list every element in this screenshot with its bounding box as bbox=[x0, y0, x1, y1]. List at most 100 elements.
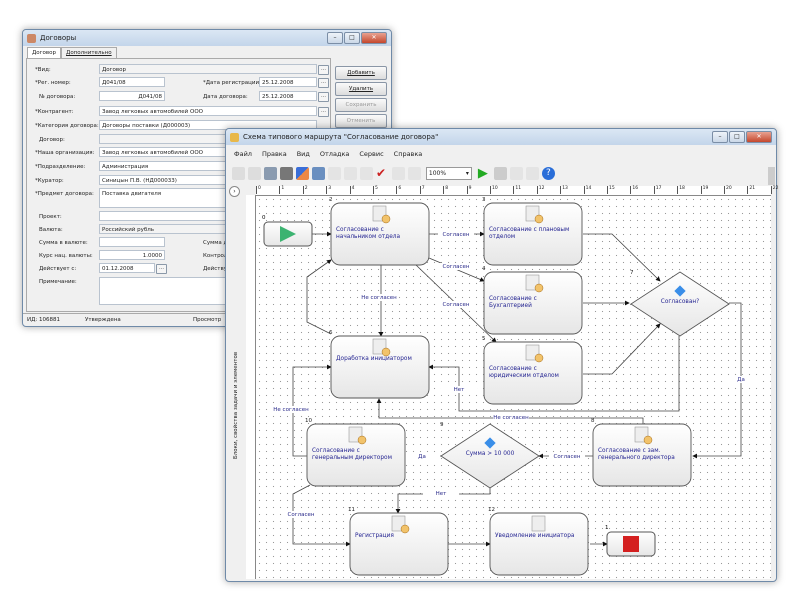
contract-date-field[interactable]: 25.12.2008 bbox=[259, 91, 317, 101]
menu-edit[interactable]: Правка bbox=[261, 150, 287, 158]
curator-field[interactable]: Синицын П.В. (НД000033) bbox=[99, 175, 229, 185]
kind-select-button[interactable]: … bbox=[318, 65, 329, 75]
menu-help[interactable]: Справка bbox=[393, 150, 423, 158]
ruler-tick-label: 8 bbox=[443, 186, 448, 194]
spellcheck-icon[interactable]: ✔ bbox=[376, 166, 387, 180]
reg-date-field[interactable]: 25.12.2008 bbox=[259, 77, 317, 87]
ruler-tick-label: 11 bbox=[513, 186, 521, 194]
amount-field[interactable] bbox=[99, 237, 165, 247]
project-label: Проект: bbox=[39, 214, 62, 220]
ruler-tick-label: 15 bbox=[607, 186, 615, 194]
node-number: 4 bbox=[482, 266, 486, 272]
node-number: 3 bbox=[482, 197, 486, 203]
label-background bbox=[493, 414, 529, 421]
end-node[interactable]: 1 bbox=[605, 525, 656, 557]
zoom-select[interactable]: 100%▾ bbox=[425, 167, 472, 180]
node-label: отделом bbox=[489, 234, 515, 240]
paste-icon[interactable] bbox=[360, 167, 373, 180]
menu-bar: Файл Правка Вид Отладка Сервис Справка bbox=[234, 150, 432, 158]
menu-debug[interactable]: Отладка bbox=[319, 150, 350, 158]
shapes-icon[interactable] bbox=[296, 167, 309, 180]
properties-icon[interactable] bbox=[312, 167, 325, 180]
menu-file[interactable]: Файл bbox=[234, 150, 252, 158]
node-label: юридическим отделом bbox=[489, 373, 559, 379]
note-field[interactable] bbox=[99, 277, 229, 305]
menu-service[interactable]: Сервис bbox=[359, 150, 384, 158]
connector[interactable] bbox=[306, 259, 332, 335]
preview-icon[interactable] bbox=[264, 167, 277, 180]
node-label: Уведомление инициатора bbox=[495, 533, 575, 539]
rate-field[interactable]: 1.0000 bbox=[99, 250, 165, 260]
tab-additional[interactable]: Дополнительно bbox=[61, 47, 117, 58]
connector[interactable] bbox=[292, 484, 351, 547]
connector[interactable] bbox=[583, 233, 661, 282]
department-field[interactable]: Администрация bbox=[99, 161, 229, 171]
stop-icon[interactable] bbox=[493, 167, 507, 180]
maximize-button[interactable]: □ bbox=[344, 32, 360, 44]
reg-number-field[interactable]: Д041/08 bbox=[99, 77, 165, 87]
step-in-icon[interactable] bbox=[509, 167, 523, 180]
contract-date-picker[interactable]: … bbox=[318, 92, 329, 102]
export-icon[interactable] bbox=[408, 167, 421, 180]
import-icon[interactable] bbox=[392, 167, 405, 180]
edit-icon[interactable] bbox=[248, 167, 261, 180]
panel-toggle-button[interactable]: › bbox=[229, 186, 240, 197]
reg-date-picker[interactable]: … bbox=[318, 78, 329, 88]
valid-from-field[interactable]: 01.12.2008 bbox=[99, 263, 155, 273]
copy-icon[interactable] bbox=[344, 167, 357, 180]
cancel-button[interactable]: Отменить bbox=[335, 114, 387, 128]
cut-icon[interactable] bbox=[328, 167, 341, 180]
ruler-tick-label: 14 bbox=[583, 186, 591, 194]
start-node[interactable]: 0 bbox=[262, 215, 313, 247]
connector[interactable] bbox=[583, 323, 661, 375]
counterparty-label: *Контрагент: bbox=[35, 109, 74, 115]
save-icon[interactable] bbox=[232, 167, 245, 180]
run-icon[interactable]: ▶ bbox=[477, 166, 488, 181]
contract-number-field[interactable]: Д041/08 bbox=[99, 91, 165, 101]
connector-label: Не согласен bbox=[361, 295, 397, 301]
close-button[interactable]: ✕ bbox=[746, 131, 772, 143]
zoom-value: 100% bbox=[428, 170, 447, 177]
connector[interactable] bbox=[428, 336, 680, 412]
status-id: ИД: 106881 bbox=[27, 317, 61, 323]
category-field[interactable]: Договоры поставки (Д000003) bbox=[99, 120, 317, 130]
print-icon[interactable] bbox=[280, 167, 293, 180]
clock-icon bbox=[357, 435, 367, 445]
contract-field[interactable] bbox=[99, 134, 229, 144]
valid-from-picker[interactable]: … bbox=[156, 264, 167, 274]
help-icon[interactable]: ? bbox=[541, 167, 555, 180]
close-button[interactable]: ✕ bbox=[361, 32, 387, 44]
add-button[interactable]: Добавить bbox=[335, 66, 387, 80]
currency-field[interactable]: Российский рубль bbox=[99, 224, 229, 234]
kind-field[interactable]: Договор bbox=[99, 64, 317, 74]
clock-icon bbox=[534, 353, 544, 363]
menu-view[interactable]: Вид bbox=[296, 150, 310, 158]
save-button[interactable]: Сохранить bbox=[335, 98, 387, 112]
clock-icon bbox=[534, 283, 544, 293]
node-label: начальником отдела bbox=[336, 234, 400, 240]
delete-button[interactable]: Удалить bbox=[335, 82, 387, 96]
subject-field[interactable]: Поставка двигателя bbox=[99, 188, 229, 208]
minimize-button[interactable]: – bbox=[712, 131, 728, 143]
minimize-button[interactable]: – bbox=[327, 32, 343, 44]
tab-contract[interactable]: Договор bbox=[27, 47, 62, 58]
step-out-icon[interactable] bbox=[525, 167, 539, 180]
maximize-button[interactable]: □ bbox=[729, 131, 745, 143]
vertical-scrollbar[interactable] bbox=[768, 167, 775, 185]
organization-field[interactable]: Завод легковых автомобилей ООО bbox=[99, 147, 229, 157]
project-field[interactable] bbox=[99, 211, 229, 221]
counterparty-field[interactable]: Завод легковых автомобилей ООО bbox=[99, 106, 317, 116]
counterparty-select[interactable]: … bbox=[318, 107, 329, 117]
